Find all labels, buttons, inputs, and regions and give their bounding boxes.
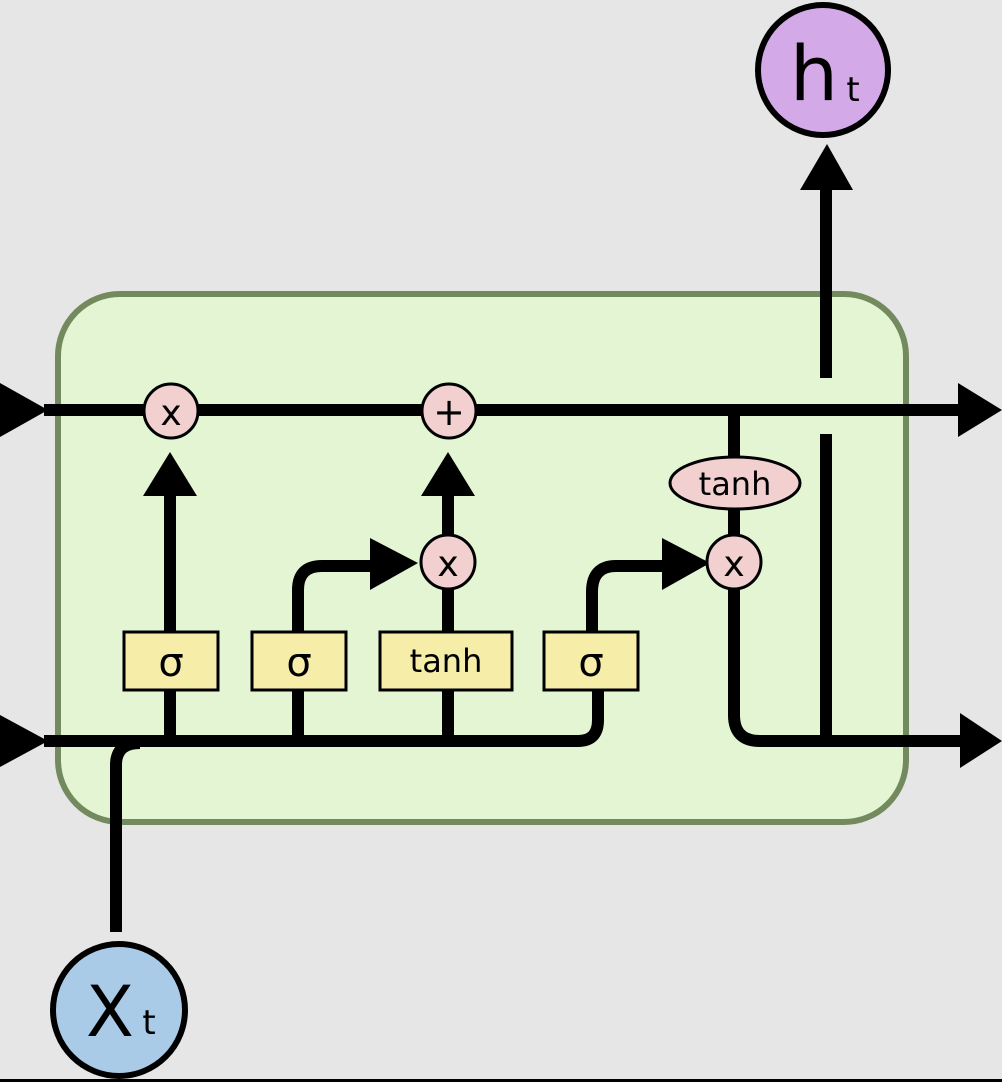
output-node-main: h xyxy=(790,29,838,118)
bottom-border xyxy=(0,1079,1002,1082)
ht-up-arrow xyxy=(800,144,853,190)
gate-candidate: tanh xyxy=(378,630,514,692)
input-node-main: X xyxy=(86,971,134,1053)
op-forget-multiply: x xyxy=(142,382,200,440)
hidden-state-out-arrow xyxy=(960,713,1002,768)
gate-output-label: σ xyxy=(578,640,603,686)
hidden-state-in-arrow xyxy=(0,715,48,767)
op-cell-tanh: tanh xyxy=(668,455,802,511)
forget-up-arrow xyxy=(143,452,197,496)
gate-forget-label: σ xyxy=(158,640,183,686)
hidden-state-in-line xyxy=(44,690,604,747)
cell-state-in-arrow xyxy=(0,383,48,437)
input-node-sub: t xyxy=(142,1003,155,1043)
gate-candidate-label: tanh xyxy=(410,642,483,680)
gate-forget: σ xyxy=(122,630,220,692)
op-input-multiply-label: x xyxy=(437,544,458,585)
add-up-arrow xyxy=(421,452,475,496)
gate-output: σ xyxy=(542,630,640,692)
op-cell-add-label: + xyxy=(433,390,465,434)
input-gate-out-line xyxy=(292,560,380,632)
gate-input-label: σ xyxy=(286,640,311,686)
input-node-xt: X t xyxy=(50,941,188,1079)
output-mult-down-line xyxy=(728,585,962,747)
input-right-arrow xyxy=(370,538,418,590)
input-xt-line xyxy=(110,737,141,932)
op-cell-add: + xyxy=(420,382,478,440)
output-right-arrow xyxy=(662,538,710,590)
op-input-multiply: x xyxy=(419,533,477,591)
op-cell-tanh-label: tanh xyxy=(699,465,772,503)
output-node-sub: t xyxy=(846,70,859,110)
gate-input: σ xyxy=(250,630,348,692)
cell-state-out-arrow xyxy=(958,383,1002,437)
output-node-ht: h t xyxy=(755,2,891,138)
op-output-multiply-label: x xyxy=(723,544,744,585)
op-forget-multiply-label: x xyxy=(160,393,181,434)
op-output-multiply: x xyxy=(705,533,763,591)
output-gate-out-line xyxy=(586,560,680,632)
